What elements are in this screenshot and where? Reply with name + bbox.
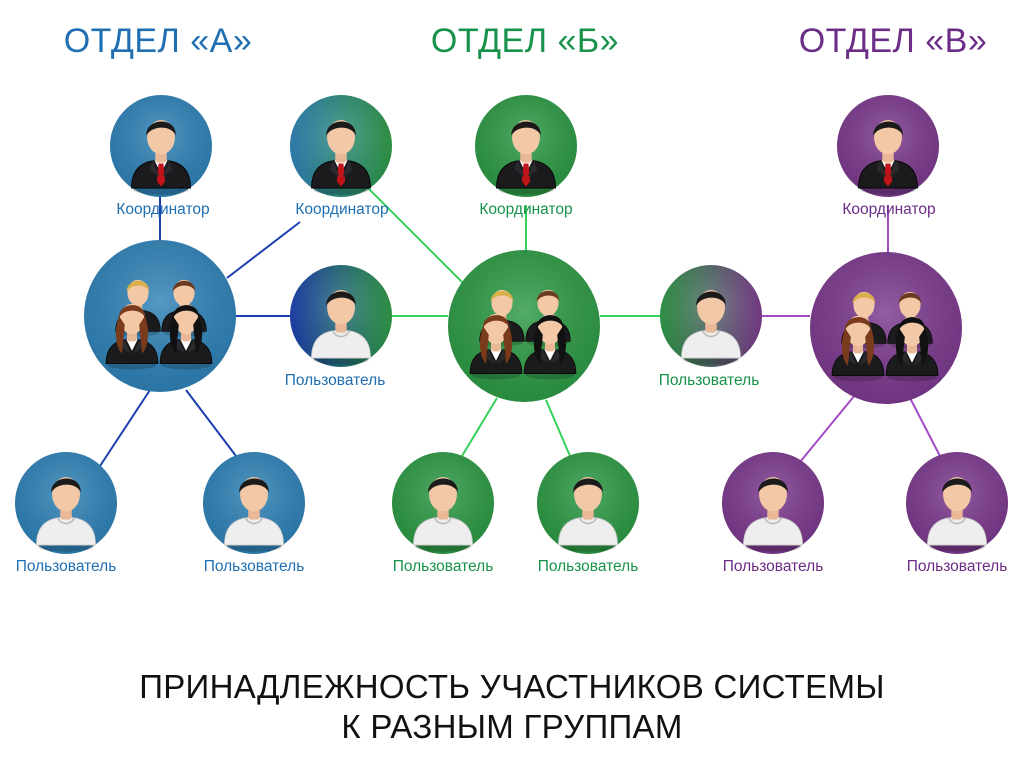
person-icon <box>927 477 987 552</box>
user-label-a-1: Пользователь <box>15 558 117 575</box>
department-title-c: ОТДЕЛ «В» <box>798 22 988 60</box>
person-icon <box>311 120 371 195</box>
user-node-shared-ab[interactable] <box>290 265 392 367</box>
diagram-caption-line-2: К РАЗНЫМ ГРУППАМ <box>341 708 683 745</box>
user-node-shared-bc[interactable] <box>660 265 762 367</box>
user-label-a-2: Пользователь <box>203 558 305 575</box>
person-icon <box>105 279 213 370</box>
link-b-user-2 <box>545 399 571 457</box>
department-title-b: ОТДЕЛ «Б» <box>430 22 620 60</box>
link-b-user-1 <box>461 397 498 457</box>
person-icon <box>224 477 284 552</box>
user-node-b-2[interactable] <box>537 452 639 554</box>
person-icon <box>311 290 371 365</box>
user-label-b-1: Пользователь <box>392 558 494 575</box>
user-node-b-1[interactable] <box>392 452 494 554</box>
user-label-shared-ab: Пользователь <box>284 372 386 389</box>
coordinator-node-b[interactable] <box>475 95 577 197</box>
person-icon <box>743 477 803 552</box>
user-label-shared-bc: Пользователь <box>658 372 760 389</box>
coordinator-node-a[interactable] <box>110 95 212 197</box>
coordinator-label-shared-ab: Координатор <box>295 201 389 218</box>
link-c-user-2 <box>909 397 941 457</box>
link-c-user-1 <box>799 394 856 463</box>
group-node-a[interactable] <box>84 240 236 392</box>
group-node-c[interactable] <box>810 252 962 404</box>
person-icon <box>681 290 741 365</box>
person-icon <box>36 477 96 552</box>
group-node-b[interactable] <box>448 250 600 402</box>
person-icon <box>496 120 556 195</box>
diagram-caption-line-1: ПРИНАДЛЕЖНОСТЬ УЧАСТНИКОВ СИСТЕМЫ <box>139 668 885 705</box>
link-a-shared-coordinator <box>226 221 301 279</box>
user-label-c-1: Пользователь <box>722 558 824 575</box>
person-icon <box>413 477 473 552</box>
coordinator-node-c[interactable] <box>837 95 939 197</box>
coordinator-label-c: Координатор <box>842 201 936 218</box>
user-label-b-2: Пользователь <box>537 558 639 575</box>
link-b-shared-coordinator <box>364 184 463 283</box>
user-label-c-2: Пользователь <box>906 558 1008 575</box>
person-icon <box>131 120 191 195</box>
department-title-a: ОТДЕЛ «А» <box>63 22 253 60</box>
person-icon <box>858 120 918 195</box>
person-icon <box>469 289 577 380</box>
user-node-c-2[interactable] <box>906 452 1008 554</box>
person-icon <box>831 291 939 382</box>
user-node-a-2[interactable] <box>203 452 305 554</box>
person-icon <box>558 477 618 552</box>
user-node-a-1[interactable] <box>15 452 117 554</box>
coordinator-label-b: Координатор <box>479 201 573 218</box>
coordinator-label-a: Координатор <box>116 201 210 218</box>
coordinator-node-shared-ab[interactable] <box>290 95 392 197</box>
user-node-c-1[interactable] <box>722 452 824 554</box>
link-a-user-2 <box>185 389 237 457</box>
link-a-user-1 <box>99 389 151 467</box>
